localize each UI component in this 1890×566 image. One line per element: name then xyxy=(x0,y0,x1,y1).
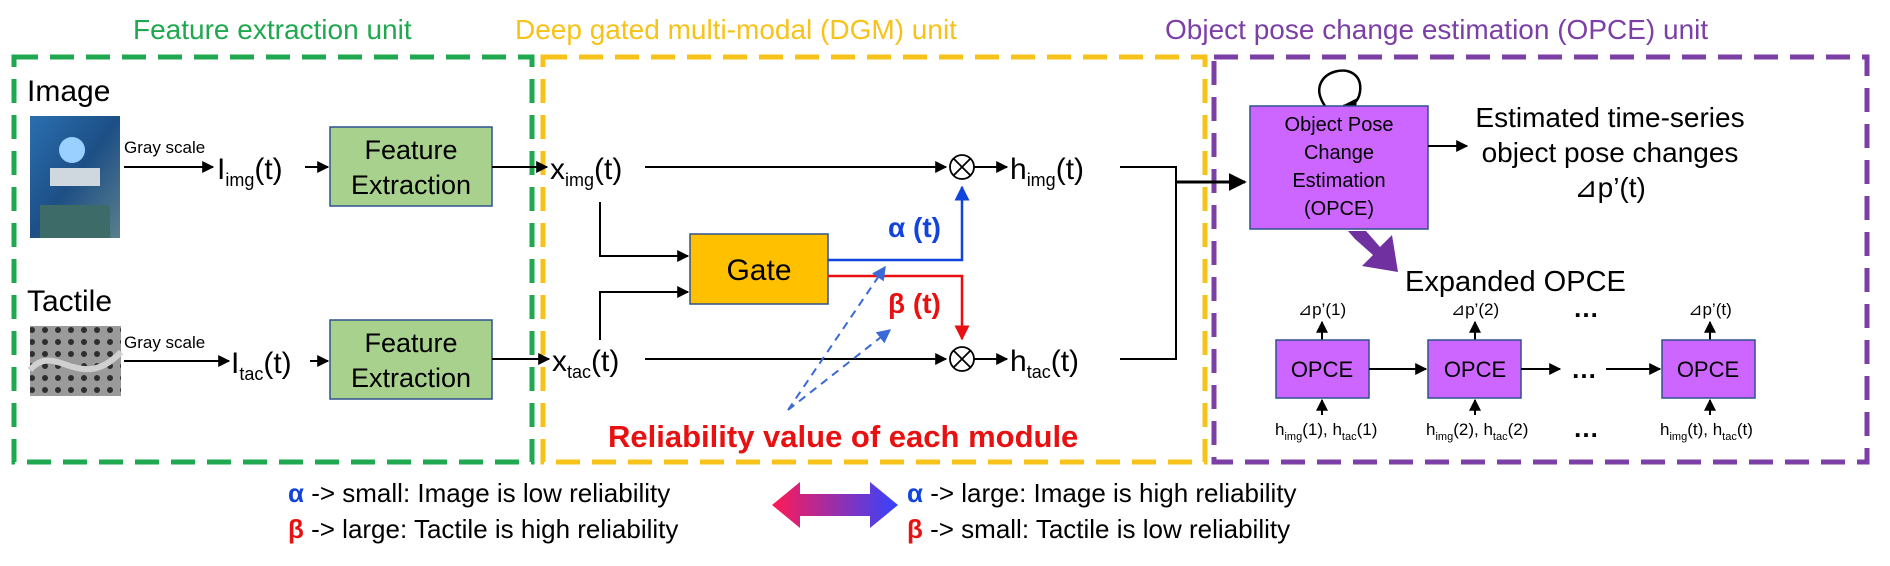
opce-box-line1: Object Pose xyxy=(1285,114,1394,136)
line-xtac-to-gate xyxy=(599,286,690,340)
ellipsis-middle: … xyxy=(1571,354,1597,384)
opce-cell-t xyxy=(1661,339,1756,399)
i-tac-label: Itac(t) xyxy=(231,347,292,384)
section-title-feature: Feature extraction unit xyxy=(133,14,412,45)
output-line1: Estimated time-series xyxy=(1475,102,1744,133)
opce-cell-1-label: OPCE xyxy=(1291,357,1353,382)
legend-left-alpha: α -> small: Image is low reliability xyxy=(288,478,670,508)
line-himg-to-opce xyxy=(1120,166,1177,182)
multiply-node-tac xyxy=(949,346,975,372)
section-title-opce: Object pose change estimation (OPCE) uni… xyxy=(1165,14,1708,45)
feature-extraction-box-img xyxy=(329,126,493,207)
double-headed-arrow xyxy=(772,482,898,528)
feature-box-img-line1: Feature xyxy=(364,135,457,165)
x-img-label: ximg(t) xyxy=(550,153,622,190)
dp-label-1: ⊿p’(1) xyxy=(1298,300,1346,319)
output-line2: object pose changes xyxy=(1482,137,1739,168)
opce-box-line2: Change xyxy=(1304,142,1374,164)
ellipsis-top: … xyxy=(1573,293,1599,323)
legend-right-alpha: α -> large: Image is high reliability xyxy=(907,478,1297,508)
opce-main-box xyxy=(1249,105,1429,230)
camera-image-thumbnail xyxy=(30,116,120,238)
legend-right-beta: β -> small: Tactile is low reliability xyxy=(907,514,1290,544)
line-htac-to-opce xyxy=(1120,182,1177,360)
image-label: Image xyxy=(27,75,110,108)
h-img-label: himg(t) xyxy=(1010,153,1084,190)
reliability-pointer-beta xyxy=(787,329,892,411)
dp-label-t: ⊿p’(t) xyxy=(1688,300,1732,319)
tactile-label: Tactile xyxy=(27,285,112,318)
feature-box-img-line2: Extraction xyxy=(351,170,471,200)
cell-1-inputs: himg(1), htac(1) xyxy=(1275,420,1377,443)
multiply-node-img xyxy=(949,154,975,180)
reliability-caption: Reliability value of each module xyxy=(608,419,1078,454)
feature-extraction-box-tac xyxy=(329,319,493,400)
dgm-section-frame xyxy=(540,54,1208,465)
opce-box-line3: Estimation xyxy=(1292,170,1385,192)
alpha-signal-line xyxy=(828,185,970,262)
dp-label-2: ⊿p’(2) xyxy=(1451,300,1499,319)
output-line3: ⊿p’(t) xyxy=(1574,172,1646,203)
cell-2-inputs: himg(2), htac(2) xyxy=(1426,420,1528,443)
opce-section-frame xyxy=(1211,54,1870,465)
i-img-label: Iimg(t) xyxy=(217,153,283,190)
opce-recurrent-loop xyxy=(1318,69,1362,114)
unrolled-cell-2: ⊿p’(2) OPCE himg(2), htac(2) xyxy=(1426,300,1528,443)
expanded-opce-title: Expanded OPCE xyxy=(1405,266,1626,298)
gray-scale-label-tac: Gray scale xyxy=(124,333,205,352)
gate-box xyxy=(689,233,829,305)
beta-label: β (t) xyxy=(888,288,941,319)
unrolled-cell-1: ⊿p’(1) OPCE himg(1), htac(1) xyxy=(1275,300,1377,443)
opce-cell-2-label: OPCE xyxy=(1444,357,1506,382)
alpha-label: α (t) xyxy=(888,212,941,243)
opce-box-line4: (OPCE) xyxy=(1304,198,1374,220)
feature-box-tac-line2: Extraction xyxy=(351,363,471,393)
opce-cell-t-label: OPCE xyxy=(1677,357,1739,382)
cell-t-inputs: himg(t), htac(t) xyxy=(1660,420,1753,443)
feature-box-tac-line1: Feature xyxy=(364,328,457,358)
reliability-pointer-alpha xyxy=(787,265,886,411)
gray-scale-label-img: Gray scale xyxy=(124,138,205,157)
opce-cell-2 xyxy=(1427,339,1522,399)
section-title-dgm: Deep gated multi-modal (DGM) unit xyxy=(515,14,957,45)
gate-label: Gate xyxy=(726,254,791,287)
feature-section-frame xyxy=(11,54,535,465)
x-tac-label: xtac(t) xyxy=(552,345,619,382)
ellipsis-bottom: … xyxy=(1573,413,1599,443)
legend-left-beta: β -> large: Tactile is high reliability xyxy=(288,514,678,544)
opce-cell-1 xyxy=(1275,339,1370,399)
unrolled-cell-t: ⊿p’(t) OPCE himg(t), htac(t) xyxy=(1660,300,1756,443)
expand-arrow xyxy=(1348,231,1398,272)
h-tac-label: htac(t) xyxy=(1010,345,1079,382)
line-ximg-to-gate xyxy=(599,202,690,262)
tactile-image-thumbnail xyxy=(27,326,124,396)
